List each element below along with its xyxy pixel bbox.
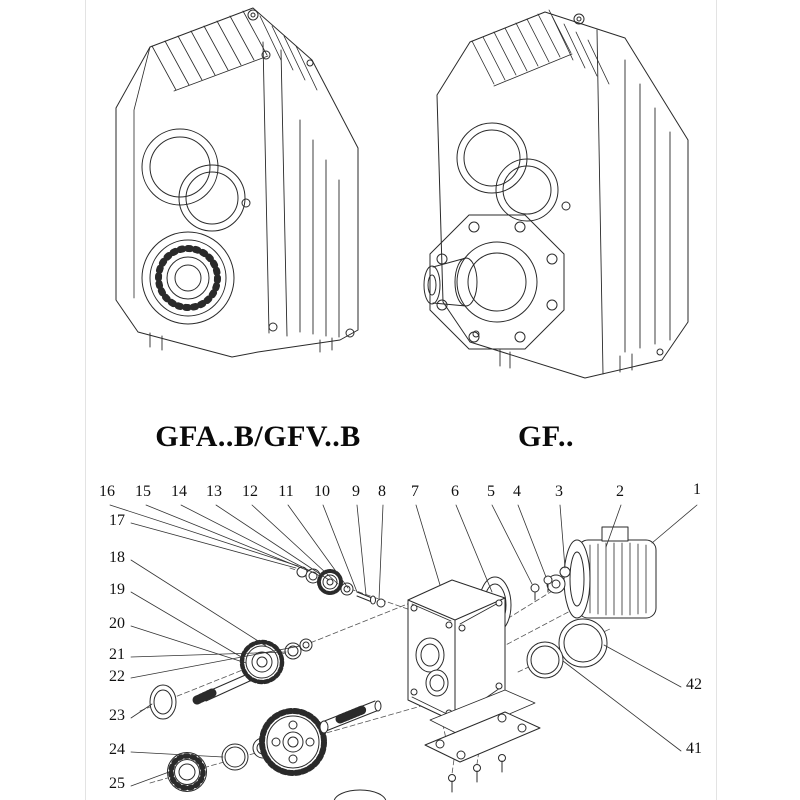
callout-10: 10 (314, 483, 330, 500)
part-ring-41 (526, 641, 564, 679)
callout-19: 19 (109, 581, 125, 598)
callout-21: 21 (109, 646, 125, 663)
exploded-view (109, 504, 698, 800)
part-ring-42 (558, 618, 608, 668)
bore-circles (456, 122, 559, 222)
mounting-feet (499, 349, 633, 373)
bore-circles (141, 128, 246, 232)
leader-lines (109, 504, 698, 787)
output-shaft (423, 257, 478, 307)
output-flange (429, 214, 565, 350)
part-intermediate-gear-set (149, 638, 313, 720)
callout-9: 9 (352, 483, 360, 500)
gearbox-isometric-left (115, 7, 359, 358)
top-ribs-hatching (471, 9, 610, 87)
side-ribs (596, 29, 671, 375)
callout-20: 20 (109, 615, 125, 632)
callout-41: 41 (686, 740, 702, 757)
top-ribs-hatching (151, 10, 318, 92)
bearing-detail (141, 231, 235, 325)
callout-18: 18 (109, 549, 125, 566)
callout-13: 13 (206, 483, 222, 500)
part-input-gear-set (296, 566, 386, 608)
page-edge-left (85, 0, 86, 800)
side-ribs (262, 41, 340, 338)
callout-12: 12 (242, 483, 258, 500)
callout-8: 8 (378, 483, 386, 500)
callout-22: 22 (109, 668, 125, 685)
callout-14: 14 (171, 483, 187, 500)
callout-16: 16 (99, 483, 115, 500)
part-cover-plate (333, 689, 541, 800)
callout-4: 4 (513, 483, 521, 500)
callout-23: 23 (109, 707, 125, 724)
callout-1: 1 (693, 481, 701, 498)
model-label-left: GFA..B/GFV..B (155, 420, 361, 453)
bolt-holes (241, 9, 355, 338)
model-label-right: GF.. (518, 420, 574, 453)
part-input-fasteners (530, 566, 571, 601)
part-output-gear-set (167, 700, 382, 792)
callout-24: 24 (109, 741, 125, 758)
callout-7: 7 (411, 483, 419, 500)
mounting-feet (149, 332, 333, 353)
callout-15: 15 (135, 483, 151, 500)
callout-25: 25 (109, 775, 125, 792)
part-housing (407, 579, 506, 723)
bolt-holes (472, 13, 664, 356)
callout-3: 3 (555, 483, 563, 500)
callout-17: 17 (109, 512, 125, 529)
callout-11: 11 (278, 483, 294, 500)
gearbox-isometric-right (423, 9, 689, 379)
callout-5: 5 (487, 483, 495, 500)
callout-42: 42 (686, 676, 702, 693)
page-edge-right (716, 0, 717, 800)
callout-6: 6 (451, 483, 459, 500)
callout-2: 2 (616, 483, 624, 500)
